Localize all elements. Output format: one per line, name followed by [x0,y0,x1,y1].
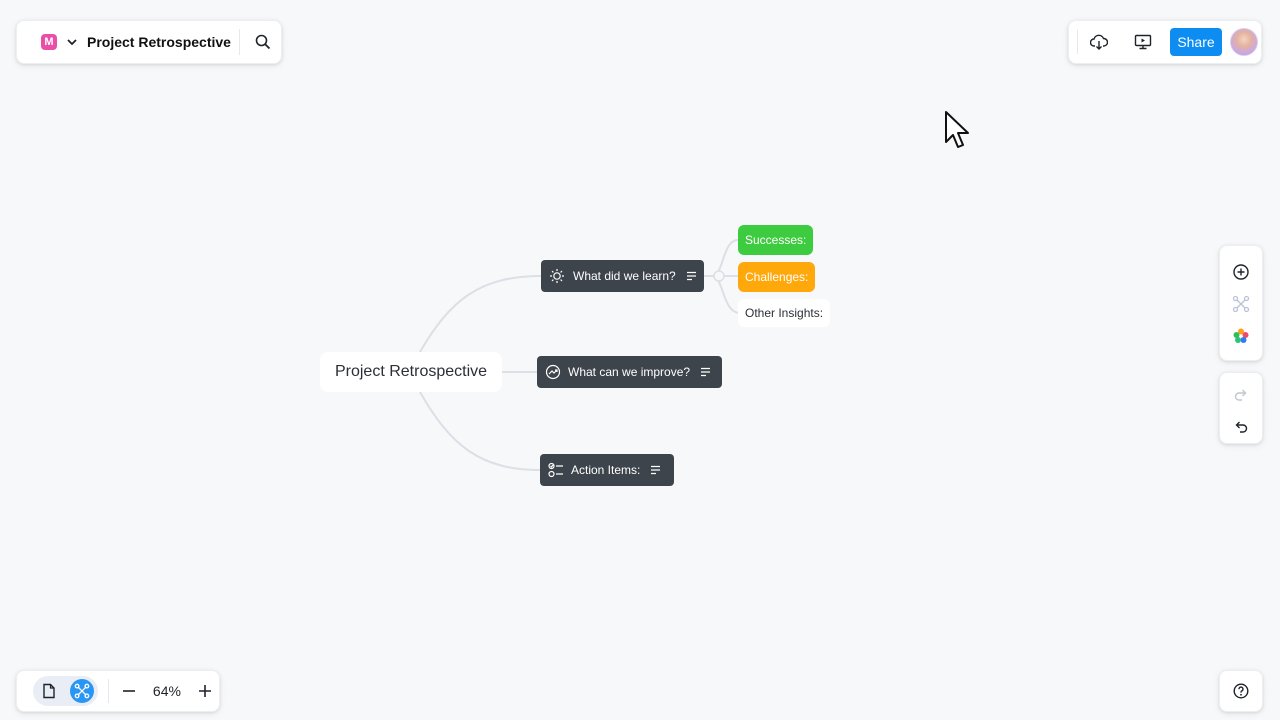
notes-icon[interactable] [650,464,662,476]
document-icon [43,683,55,699]
plus-icon [199,685,212,697]
redo-icon [1234,389,1247,401]
top-right-toolbar: Share [1068,20,1262,64]
notes-icon[interactable] [686,270,698,282]
connector-insights [711,275,741,314]
node-action-items[interactable]: Action Items: [540,454,674,486]
present-button[interactable] [1126,25,1160,59]
node-label: Action Items: [571,463,641,477]
avatar[interactable] [1230,28,1258,56]
app-logo-icon[interactable]: M [41,34,57,50]
undo-icon [1235,421,1248,433]
mouse-cursor-icon [945,111,969,148]
undo-button[interactable] [1226,411,1256,443]
zoom-in-button[interactable] [192,677,220,705]
notes-icon[interactable] [700,366,712,378]
layout-button[interactable] [1226,288,1256,320]
node-what-can-we-improve[interactable]: What can we improve? [537,356,722,388]
share-button[interactable]: Share [1170,28,1222,56]
view-mode-toggle [33,676,98,706]
node-what-did-we-learn[interactable]: What did we learn? [541,260,704,292]
lightbulb-icon [549,268,565,284]
help-button[interactable] [1219,670,1263,712]
connector-learn [419,275,542,353]
trend-icon [545,364,561,380]
cloud-download-button[interactable] [1082,25,1116,59]
search-icon [255,34,271,50]
theme-button[interactable] [1226,320,1256,352]
divider [107,679,109,703]
cloud-download-icon [1090,34,1108,50]
redo-button[interactable] [1226,379,1256,411]
history-toolbar [1219,372,1263,444]
node-challenges[interactable]: Challenges: [738,262,816,292]
zoom-toolbar: 64% [16,670,220,712]
help-icon [1233,683,1249,699]
add-circle-icon [1233,264,1249,280]
divider [1077,30,1078,54]
divider [238,29,240,55]
right-side-toolbar [1219,245,1263,361]
node-other-insights[interactable]: Other Insights: [738,299,831,327]
mindmap-root-node[interactable]: Project Retrospective [320,352,502,392]
document-title[interactable]: Project Retrospective [87,34,231,50]
mindmap-icon [74,683,89,699]
document-header: M Project Retrospective [16,20,282,64]
branch-collapse-handle [713,270,725,282]
checklist-icon [548,462,564,478]
zoom-out-button[interactable] [115,677,143,705]
connector-successes [704,239,739,277]
outline-view-button[interactable] [37,679,61,703]
minus-icon [122,690,135,692]
node-successes[interactable]: Successes: [738,225,814,255]
mindmap-view-button[interactable] [69,679,94,703]
zoom-level[interactable]: 64% [152,683,181,699]
mindmap-layout-icon [1232,295,1250,313]
color-palette-icon [1233,328,1249,343]
node-label: What did we learn? [573,269,676,283]
connector-action [419,391,541,471]
chevron-down-icon[interactable] [67,37,77,47]
node-label: What can we improve? [568,365,691,379]
presentation-icon [1134,34,1152,50]
add-node-button[interactable] [1226,256,1256,288]
search-button[interactable] [246,25,280,59]
